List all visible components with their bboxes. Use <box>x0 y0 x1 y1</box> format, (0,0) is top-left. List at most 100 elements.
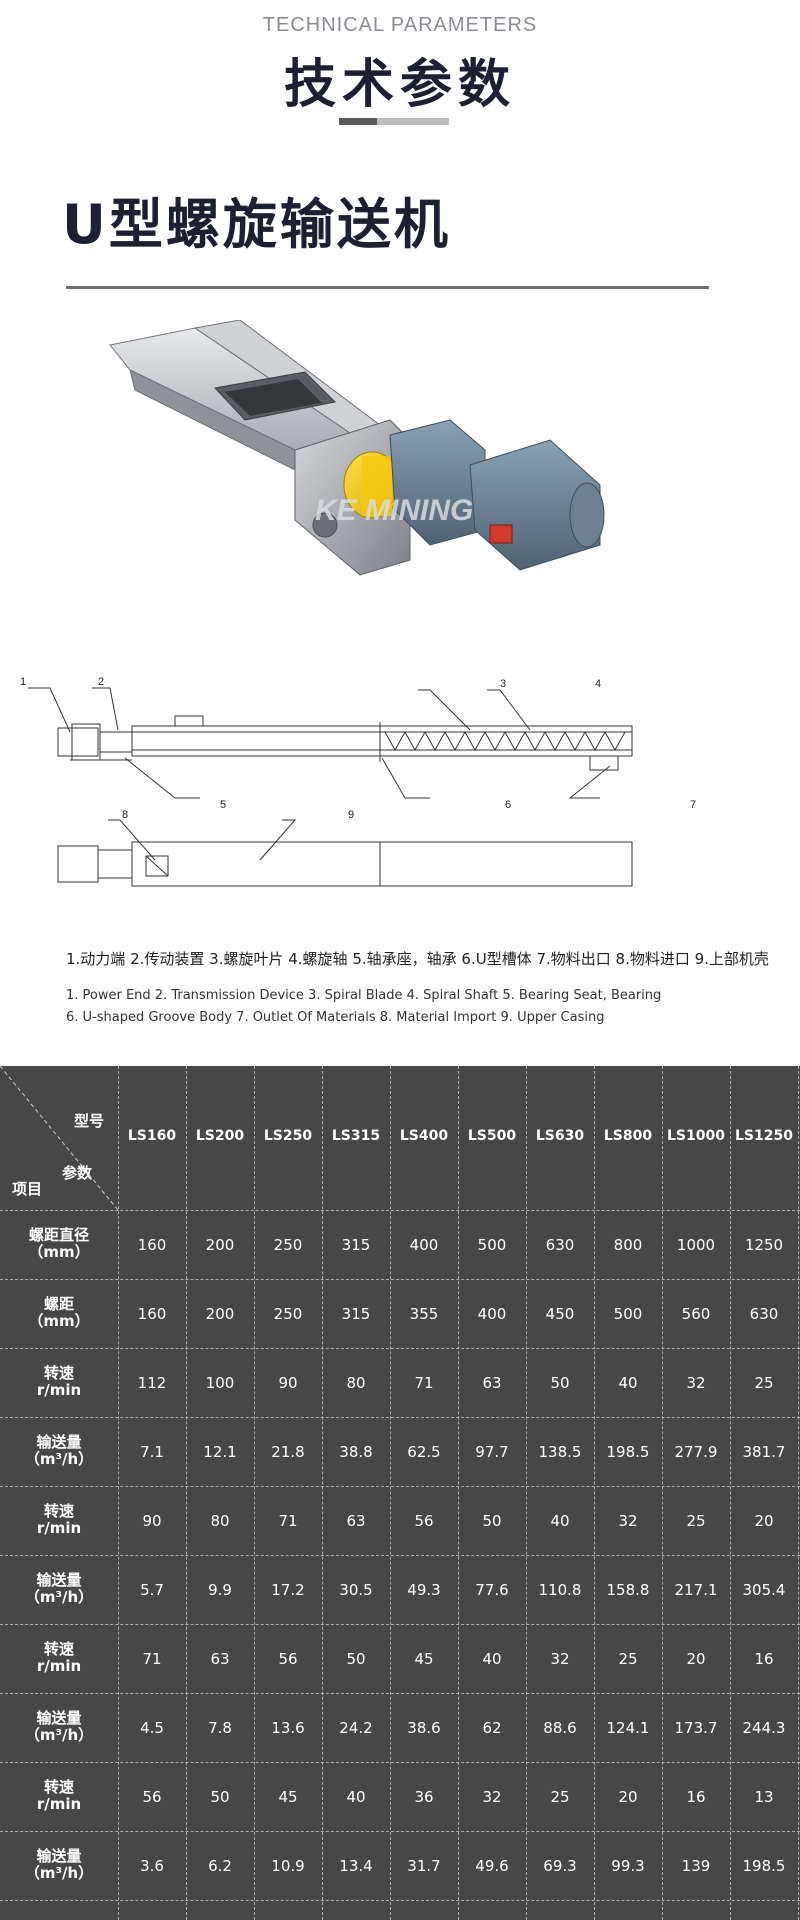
row-label-unit: r/min <box>36 1519 82 1537</box>
table-cell: 56 <box>142 1787 162 1806</box>
table-cell: 50 <box>346 1649 366 1668</box>
model-header: LS1000 <box>667 1128 725 1144</box>
table-cell: 9.9 <box>208 1580 232 1599</box>
row-label-name: 输送量 <box>36 1847 82 1865</box>
grid-row-line <box>0 1555 800 1556</box>
table-cell: 630 <box>749 1304 779 1323</box>
callout-8: 8 <box>122 809 128 821</box>
legend-english-line2: 6. U-shaped Groove Body 7. Outlet Of Mat… <box>66 1010 605 1025</box>
grid-column-line <box>798 1066 799 1920</box>
row-label-name: 转速 <box>43 1640 74 1658</box>
grid-column-line <box>118 1066 119 1920</box>
table-cell: 112 <box>137 1373 167 1392</box>
table-cell: 10.9 <box>271 1856 305 1875</box>
table-cell: 25 <box>550 1787 570 1806</box>
table-cell: 40 <box>482 1649 502 1668</box>
row-label-unit: （mm） <box>28 1312 90 1330</box>
table-cell: 5.7 <box>140 1580 164 1599</box>
table-cell: 13.6 <box>271 1718 305 1737</box>
row-label-name: 转速 <box>43 1364 74 1382</box>
table-cell: 6.2 <box>208 1856 232 1875</box>
table-cell: 32 <box>618 1511 638 1530</box>
callout-7: 7 <box>690 799 696 811</box>
grid-row-line <box>0 1831 800 1832</box>
row-label-unit: （m³/h） <box>24 1726 94 1744</box>
section-subtitle: TECHNICAL PARAMETERS <box>262 14 538 36</box>
table-cell: 20 <box>754 1511 774 1530</box>
table-cell: 49.6 <box>475 1856 509 1875</box>
grid-column-line <box>526 1066 527 1920</box>
table-cell: 200 <box>205 1304 235 1323</box>
table-cell: 21.8 <box>271 1442 305 1461</box>
table-cell: 7.8 <box>208 1718 232 1737</box>
callout-3: 3 <box>500 678 506 690</box>
divider <box>66 286 709 289</box>
section-title: 技术参数 <box>283 55 516 115</box>
grid-row-line <box>0 1348 800 1349</box>
callout-4: 4 <box>595 678 601 690</box>
row-label: 输送量（m³/h） <box>0 1710 118 1744</box>
table-cell: 32 <box>550 1649 570 1668</box>
table-cell: 250 <box>273 1235 303 1254</box>
table-cell: 71 <box>414 1373 434 1392</box>
table-cell: 97.7 <box>475 1442 509 1461</box>
table-cell: 45 <box>414 1649 434 1668</box>
product-name: U型螺旋输送机 <box>62 193 451 256</box>
table-cell: 32 <box>482 1787 502 1806</box>
grid-column-line <box>458 1066 459 1920</box>
table-cell: 355 <box>409 1304 439 1323</box>
grid-row-line <box>0 1900 800 1901</box>
model-header: LS400 <box>399 1128 449 1144</box>
table-cell: 16 <box>686 1787 706 1806</box>
grid-column-line <box>594 1066 595 1920</box>
corner-param-label: 参数 <box>62 1164 93 1182</box>
callout-6: 6 <box>505 799 511 811</box>
row-label-name: 输送量 <box>36 1709 82 1727</box>
table-cell: 80 <box>210 1511 230 1530</box>
callout-2: 2 <box>98 676 104 688</box>
row-label-unit: r/min <box>36 1381 82 1399</box>
table-cell: 17.2 <box>271 1580 305 1599</box>
grid-row-line <box>0 1762 800 1763</box>
row-label: 螺距直径（mm） <box>0 1227 118 1261</box>
table-cell: 31.7 <box>407 1856 441 1875</box>
grid-column-line <box>322 1066 323 1920</box>
accent-bar-dark <box>339 118 377 125</box>
legend-english-line1: 1. Power End 2. Transmission Device 3. S… <box>66 988 662 1003</box>
table-cell: 38.6 <box>407 1718 441 1737</box>
row-label-unit: r/min <box>36 1657 82 1675</box>
table-cell: 158.8 <box>606 1580 650 1599</box>
model-header: LS800 <box>603 1128 653 1144</box>
table-cell: 7.1 <box>140 1442 164 1461</box>
table-cell: 45 <box>278 1787 298 1806</box>
corner-item-label: 项目 <box>12 1180 43 1198</box>
table-cell: 50 <box>550 1373 570 1392</box>
model-header: LS1250 <box>735 1128 793 1144</box>
table-cell: 4.5 <box>140 1718 164 1737</box>
table-cell: 63 <box>210 1649 230 1668</box>
model-header: LS200 <box>195 1128 245 1144</box>
table-cell: 3.6 <box>140 1856 164 1875</box>
product-photo: KE MINING <box>100 319 720 680</box>
table-cell: 244.3 <box>742 1718 786 1737</box>
table-cell: 138.5 <box>538 1442 582 1461</box>
row-label-unit: （mm） <box>28 1243 90 1261</box>
grid-column-line <box>662 1066 663 1920</box>
row-label-unit: r/min <box>36 1795 82 1813</box>
table-cell: 400 <box>477 1304 507 1323</box>
table-cell: 69.3 <box>543 1856 577 1875</box>
table-cell: 88.6 <box>543 1718 577 1737</box>
row-label-name: 螺距直径 <box>28 1226 89 1244</box>
table-cell: 24.2 <box>339 1718 373 1737</box>
table-cell: 56 <box>278 1649 298 1668</box>
table-cell: 217.1 <box>674 1580 718 1599</box>
table-cell: 200 <box>205 1235 235 1254</box>
table-cell: 62 <box>482 1718 502 1737</box>
grid-row-line <box>0 1210 800 1211</box>
table-cell: 32 <box>686 1373 706 1392</box>
model-header: LS250 <box>263 1128 313 1144</box>
